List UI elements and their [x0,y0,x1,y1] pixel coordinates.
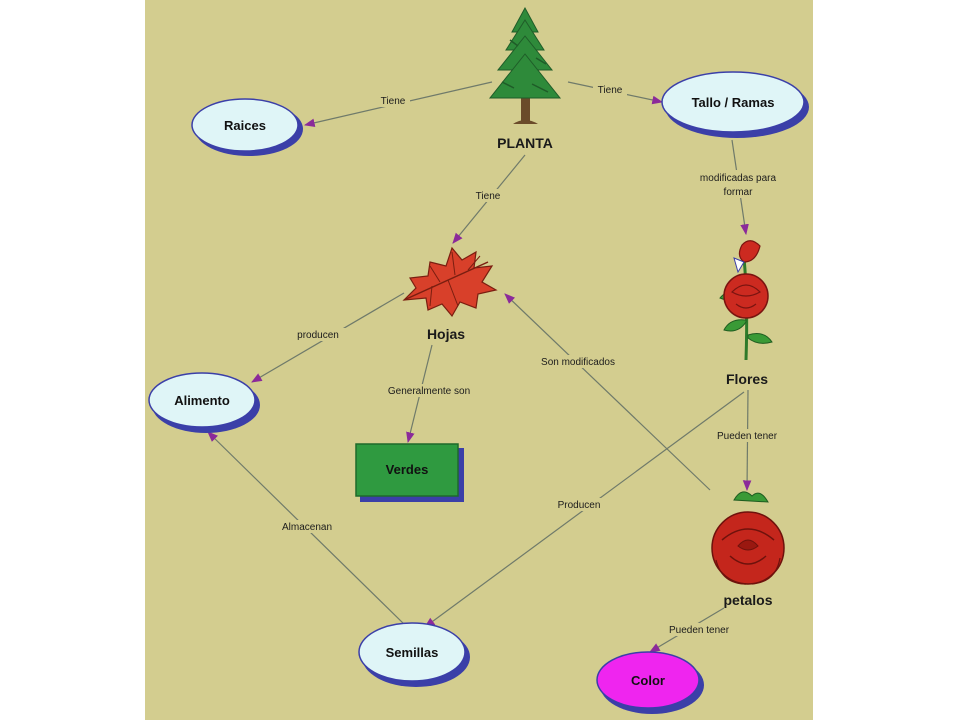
oak-leaf-icon [402,246,498,318]
node-alimento-label: Alimento [174,393,230,408]
label-producen-semillas: Producen [558,500,601,511]
node-alimento[interactable]: Alimento [148,372,260,433]
node-tallo-label: Tallo / Ramas [692,95,775,110]
node-semillas-label: Semillas [386,645,439,660]
node-raices-label: Raices [224,118,266,133]
label-tiene-hojas: Tiene [476,191,501,202]
label-modificadas-para: modificadas para [700,173,777,184]
label-tiene-raices: Tiene [381,96,406,107]
node-raices[interactable]: Raices [191,98,303,156]
label-pueden-tener-petalos: Pueden tener [717,431,778,442]
label-producen-alimento: producen [297,330,339,341]
node-petalos: petalos [723,592,772,608]
node-verdes-label: Verdes [386,462,429,477]
label-tiene-tallo: Tiene [598,85,623,96]
node-semillas[interactable]: Semillas [358,622,470,687]
pine-tree-icon [488,6,562,124]
node-color-label: Color [631,673,665,688]
node-tallo-ramas[interactable]: Tallo / Ramas [661,71,809,138]
label-generalmente-son: Generalmente son [388,386,470,397]
label-formar: formar [724,187,754,198]
node-hojas: Hojas [427,326,465,342]
label-pueden-tener-color: Pueden tener [669,625,730,636]
rose-stem-icon [719,240,773,361]
node-flores: Flores [726,371,768,387]
edge-labels: Tiene Tiene Tiene modificadas para forma… [276,83,786,636]
node-verdes[interactable]: Verdes [355,443,464,502]
label-son-modificados: Son modificados [541,357,615,368]
rose-bloom-icon [711,491,785,585]
node-planta: PLANTA [497,135,553,151]
label-almacenan: Almacenan [282,522,332,533]
node-color[interactable]: Color [596,651,704,714]
edge-petalos-hojas [504,293,711,491]
